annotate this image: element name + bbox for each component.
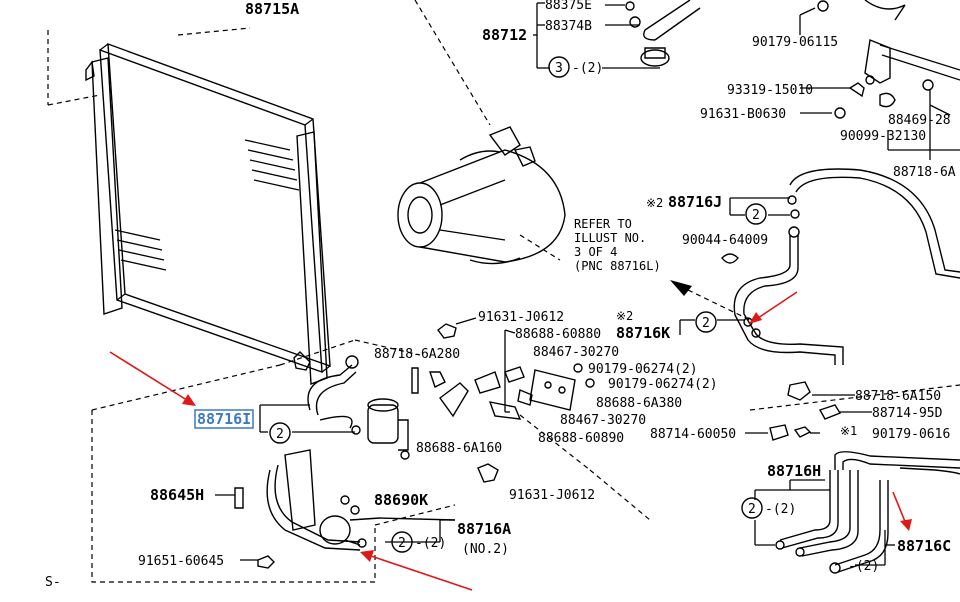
compressor-fittings bbox=[533, 0, 701, 69]
qty-88716H: -(2) bbox=[765, 502, 796, 517]
label-88467-30270-a: 88467-30270 bbox=[533, 345, 619, 360]
label-88688-60890: 88688-60890 bbox=[538, 431, 624, 446]
label-91651-60645: 91651-60645 bbox=[138, 554, 224, 569]
label-88716H: 88716H bbox=[767, 462, 821, 480]
ref-circle-2-88716H-number: 2 bbox=[748, 502, 756, 517]
label-88469-28: 88469-28 bbox=[888, 113, 951, 128]
red-arrow-right-upper bbox=[749, 291, 798, 324]
label-91631-B0630: 91631-B0630 bbox=[700, 107, 786, 122]
ref-circle-2-88716J bbox=[745, 203, 767, 225]
label-88716I: 88716I bbox=[197, 410, 251, 428]
label-88718-6A150: 88718-6A150 bbox=[855, 389, 941, 404]
label-88374B: 88374B bbox=[545, 19, 592, 34]
ref-circle-2-88716A bbox=[391, 531, 413, 553]
pipe-88716J bbox=[729, 168, 960, 279]
ref-circle-2-88716K-number: 2 bbox=[702, 316, 710, 331]
condenser-assembly bbox=[47, 27, 331, 385]
refer-line-3: 3 OF 4 bbox=[574, 245, 617, 259]
label-93319-15010: 93319-15010 bbox=[727, 83, 813, 98]
label-90044-64009: 90044-64009 bbox=[682, 233, 768, 248]
label-88714-95D: 88714-95D bbox=[872, 406, 943, 421]
clip-90044 bbox=[721, 253, 739, 264]
red-arrow-left bbox=[109, 351, 196, 406]
ref-circle-2-88716J-number: 2 bbox=[752, 208, 760, 223]
ref-mark-1: ※1 bbox=[840, 424, 857, 438]
bottom-s-marker: S- bbox=[45, 575, 61, 590]
qty-88712: -(2) bbox=[572, 61, 603, 76]
ref-mark-2-a: ※2 bbox=[646, 196, 663, 210]
ref-circle-2-88716I bbox=[269, 422, 291, 444]
refer-arrow-line bbox=[687, 289, 751, 321]
refer-line-2: ILLUST NO. bbox=[574, 231, 646, 245]
label-91631-J0612-a: 91631-J0612 bbox=[478, 310, 564, 325]
red-arrow-right-lower bbox=[892, 491, 912, 531]
qty-88716A: -(2) bbox=[415, 536, 446, 551]
label-88716K: 88716K bbox=[616, 324, 670, 342]
label-88690K: 88690K bbox=[374, 491, 428, 509]
refer-line-4: (PNC 88716L) bbox=[574, 259, 661, 273]
label-88688-6A160: 88688-6A160 bbox=[416, 441, 502, 456]
label-91631-J0612-b: 91631-J0612 bbox=[509, 488, 595, 503]
qty-88716C: -(2) bbox=[848, 559, 879, 574]
label-88716I-highlight bbox=[194, 409, 254, 429]
label-88467-30270-b: 88467-30270 bbox=[560, 413, 646, 428]
label-88645H: 88645H bbox=[150, 486, 204, 504]
label-88688-60880: 88688-60880 bbox=[515, 327, 601, 342]
refer-line-1: REFER TO bbox=[574, 217, 632, 231]
label-88375E: 88375E bbox=[545, 0, 592, 13]
compressor-assembly bbox=[397, 0, 566, 265]
right-middle-parts bbox=[745, 381, 960, 441]
pipe-88716K bbox=[679, 226, 844, 365]
label-90179-0616: 90179-0616 bbox=[872, 427, 950, 442]
label-no2: (NO.2) bbox=[462, 542, 509, 557]
ref-circle-2-88716H bbox=[741, 497, 763, 519]
label-88688-6A380: 88688-6A380 bbox=[596, 396, 682, 411]
label-88712: 88712 bbox=[482, 26, 527, 44]
label-90179-06115: 90179-06115 bbox=[752, 35, 838, 50]
label-88716A: 88716A bbox=[457, 520, 511, 538]
label-90179-06274-a: 90179-06274(2) bbox=[588, 362, 698, 377]
refer-arrow-head bbox=[670, 280, 692, 296]
label-88716J: 88716J bbox=[668, 193, 722, 211]
top-right-bracket bbox=[799, 0, 960, 160]
red-arrow-bottom bbox=[360, 550, 473, 591]
receiver-dryer-assembly bbox=[91, 339, 456, 583]
center-bracket-parts bbox=[411, 317, 651, 521]
label-88716C: 88716C bbox=[897, 537, 951, 555]
ref-circle-3 bbox=[548, 56, 570, 78]
label-88718-6A: 88718-6A bbox=[893, 165, 956, 180]
ref-circle-2-88716K bbox=[695, 311, 717, 333]
label-90099-32130: 90099-32130 bbox=[840, 129, 926, 144]
ref-circle-2-88716A-number: 2 bbox=[398, 536, 406, 551]
label-88715A: 88715A bbox=[245, 0, 299, 18]
label-90179-06274-b: 90179-06274(2) bbox=[608, 377, 718, 392]
ref-circle-3-number: 3 bbox=[555, 61, 563, 76]
label-88714-60050: 88714-60050 bbox=[650, 427, 736, 442]
ref-mark-2-b: ※2 bbox=[616, 309, 633, 323]
pipes-88716H-88716C bbox=[754, 451, 960, 574]
ref-circle-2-88716I-number: 2 bbox=[276, 427, 284, 442]
